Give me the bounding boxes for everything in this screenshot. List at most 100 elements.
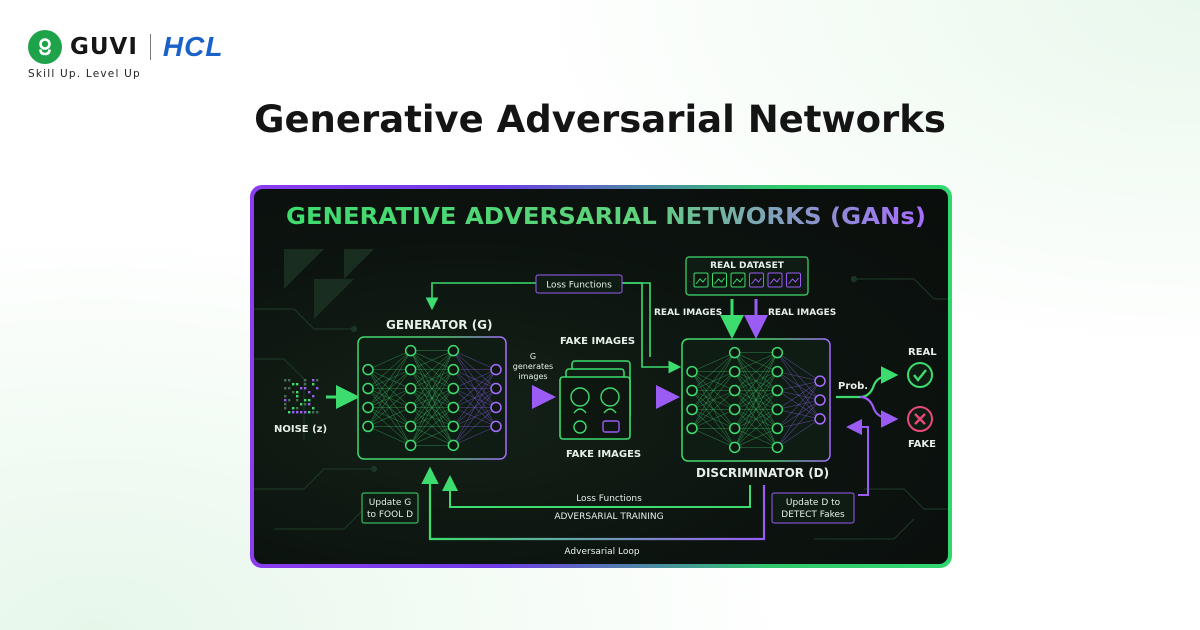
object-icon: [602, 420, 620, 433]
network-edge: [410, 350, 454, 408]
network-node: [447, 420, 460, 433]
discriminator-network: [686, 346, 826, 454]
real-label: REAL: [908, 347, 937, 358]
loss-functions-top-box: [535, 274, 623, 294]
noise-pixel: [304, 399, 307, 402]
network-edge: [367, 350, 411, 370]
face-icon: [570, 387, 590, 407]
network-edge: [734, 390, 778, 448]
loss-top-to-generator-arrow: [425, 282, 536, 311]
network-node: [728, 441, 741, 454]
noise-pixel: [308, 411, 311, 414]
noise-pixel: [288, 379, 291, 382]
network-edge: [734, 428, 778, 448]
noise-pixel: [304, 411, 307, 414]
network-edge: [734, 352, 778, 448]
dataset-icons: [693, 272, 801, 288]
loss-functions-top-label: Loss Functions: [546, 281, 612, 291]
network-edge: [734, 352, 778, 372]
network-edge: [691, 352, 735, 429]
triangle-decoration: [284, 249, 374, 319]
network-edge: [777, 380, 821, 448]
network-node: [447, 401, 460, 414]
network-edge: [367, 388, 411, 427]
network-node: [728, 346, 741, 359]
network-node: [771, 365, 784, 378]
network-node: [404, 420, 417, 433]
network-node: [728, 403, 741, 416]
prob-to-fake-arrow: [859, 395, 899, 428]
fake-images-bottom-label: FAKE IMAGES: [566, 449, 641, 460]
network-node: [814, 394, 826, 406]
network-edge: [367, 350, 411, 408]
noise-pixel: [312, 411, 315, 414]
guvi-wordmark: GUVI: [70, 34, 138, 60]
network-node: [814, 413, 826, 425]
circuit-decoration: [254, 275, 948, 540]
network-node: [490, 401, 502, 414]
noise-pixel: [292, 383, 295, 386]
noise-pixel: [308, 399, 311, 402]
noise-pixel: [288, 399, 291, 402]
network-edge: [367, 350, 411, 389]
noise-pixel: [304, 387, 307, 390]
network-edge: [777, 352, 821, 382]
network-node: [686, 422, 698, 435]
network-node: [728, 384, 741, 397]
noise-pixel: [292, 411, 295, 414]
noise-pixel: [296, 391, 299, 394]
network-node: [404, 363, 417, 376]
apple-icon: [573, 420, 587, 434]
noise-pixel: [300, 411, 303, 414]
network-edge: [410, 350, 454, 446]
network-edge: [734, 352, 778, 391]
network-edge: [691, 352, 735, 391]
network-node: [771, 422, 784, 435]
network-edge: [777, 380, 821, 391]
network-edge: [777, 380, 821, 429]
noise-pixel: [284, 403, 287, 406]
noise-grid: [284, 379, 319, 414]
network-edge: [691, 428, 735, 448]
fake-label: FAKE: [908, 439, 936, 450]
network-node: [771, 403, 784, 416]
page-title: Generative Adversarial Networks: [254, 98, 946, 141]
network-edge: [777, 371, 821, 382]
network-edge: [410, 350, 454, 427]
hcl-wordmark: HCL: [162, 31, 224, 62]
noise-pixel: [284, 399, 287, 402]
network-edge: [734, 352, 778, 410]
noise-pixel: [304, 379, 307, 382]
discriminator-label: DISCRIMINATOR (D): [696, 466, 829, 480]
real-images-right-label: REAL IMAGES: [768, 308, 836, 318]
gan-diagram: GENERATIVE ADVERSARIAL NETWORKS (GANs) N…: [254, 204, 948, 557]
network-node: [771, 384, 784, 397]
update-g-box: [361, 492, 419, 524]
update-d-box: [771, 492, 855, 524]
network-node: [447, 363, 460, 376]
update-d-line-2: DETECT Fakes: [781, 510, 845, 520]
noise-pixel: [288, 387, 291, 390]
network-edge: [453, 426, 497, 446]
prob-label: Prob.: [838, 381, 868, 392]
network-edge: [691, 409, 735, 429]
noise-pixel: [284, 407, 287, 410]
network-node: [728, 422, 741, 435]
network-node: [814, 375, 826, 387]
generates-label-line-2: generates: [513, 362, 553, 371]
network-node: [728, 365, 741, 378]
network-edge: [453, 407, 497, 446]
network-edge: [367, 369, 411, 427]
noise-pixel: [304, 403, 307, 406]
network-edge: [777, 418, 821, 448]
network-node: [362, 401, 374, 414]
network-edge: [691, 371, 735, 429]
noise-pixel: [296, 407, 299, 410]
noise-pixel: [312, 383, 315, 386]
network-node: [771, 441, 784, 454]
network-edge: [453, 369, 497, 408]
real-check-icon: [907, 362, 933, 388]
landscape-icon: [767, 272, 783, 288]
brand-row: GUVI HCL: [28, 30, 223, 64]
network-edge: [734, 352, 778, 429]
